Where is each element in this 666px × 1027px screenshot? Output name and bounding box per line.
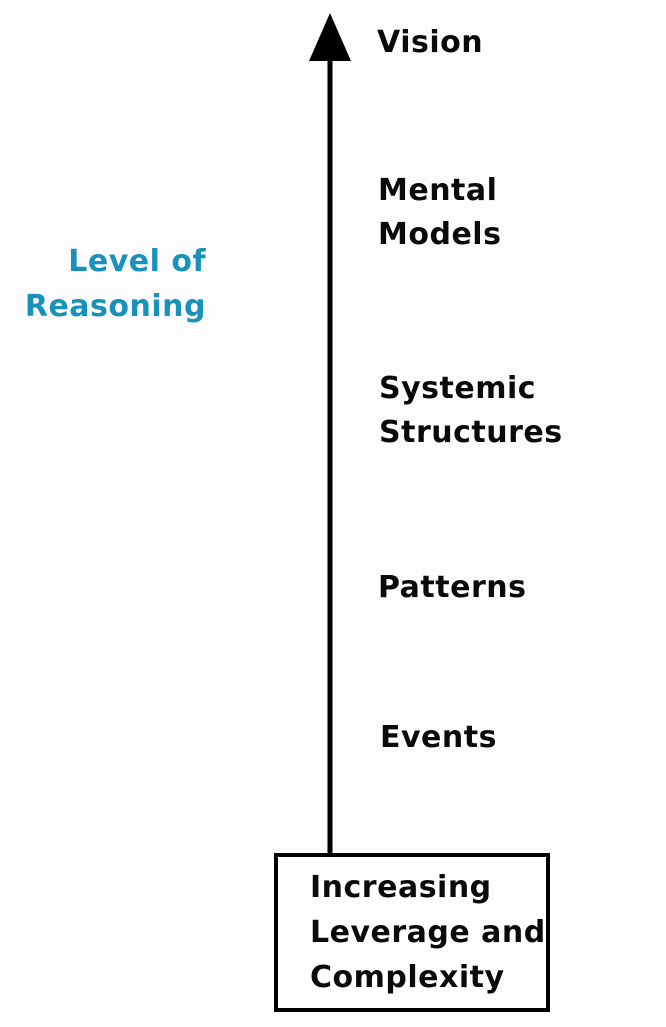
level-label-vision: Vision [377,25,484,60]
level-label-mental-models: Mental Models [378,173,502,252]
leverage-complexity-box: Increasing Leverage and Complexity [274,853,550,1012]
leverage-complexity-box-label: Increasing Leverage and Complexity [310,870,546,995]
level-label-systemic-structures: Systemic Structures [379,371,563,450]
level-label-events: Events [380,720,497,755]
axis-label-level-of-reasoning: Level of Reasoning [24,244,206,324]
level-label-patterns: Patterns [378,570,527,605]
arrow-head [309,13,351,61]
